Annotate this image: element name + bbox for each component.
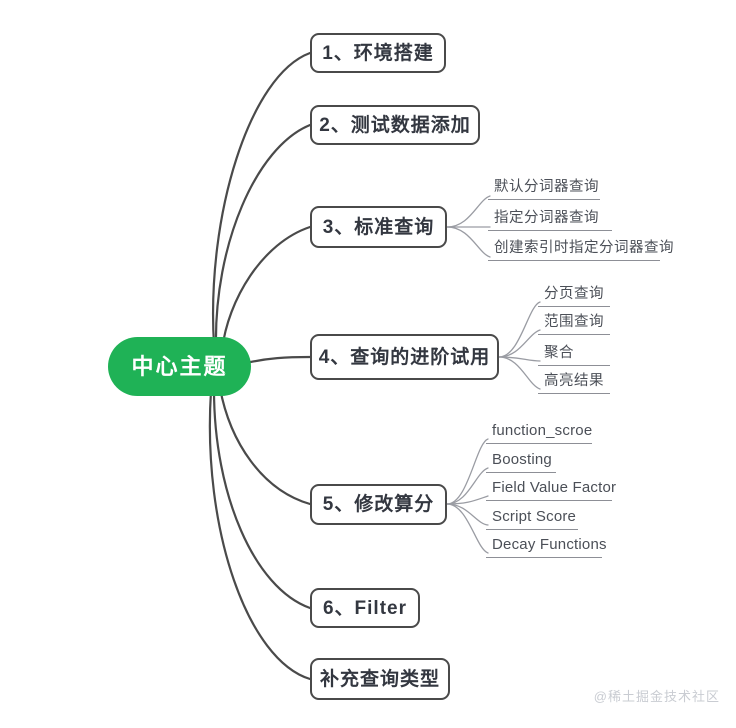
topic-node-3[interactable]: 3、标准查询	[310, 206, 447, 248]
root-node[interactable]: 中心主题	[108, 337, 251, 396]
edge-topic-4-to-leaf-2	[498, 329, 541, 358]
leaf-topic-4-item-2[interactable]: 范围查询	[538, 313, 610, 335]
edge-root-to-topic-6	[212, 388, 312, 610]
edge-root-to-topic-4	[244, 355, 312, 365]
leaf-topic-3-item-2[interactable]: 指定分词器查询	[488, 209, 612, 231]
topic-node-7-label: 补充查询类型	[319, 668, 440, 690]
edge-topic-5-to-leaf-5	[446, 503, 489, 554]
edge-topic-3-to-leaf-3	[446, 226, 491, 258]
edge-topic-3-to-leaf-1	[446, 195, 491, 228]
leaf-topic-5-item-5[interactable]: Decay Functions	[486, 536, 607, 558]
topic-node-3-label: 3、标准查询	[322, 216, 435, 238]
edge-root-to-topic-5	[218, 386, 312, 506]
edge-root-to-topic-3	[220, 225, 312, 352]
leaf-topic-4-item-1[interactable]: 分页查询	[538, 285, 610, 307]
edge-topic-4-to-leaf-4	[498, 356, 541, 390]
leaf-topic-5-item-1[interactable]: function_scroe	[486, 422, 592, 444]
edge-topic-5-to-leaf-1	[446, 438, 489, 505]
root-node-label: 中心主题	[131, 353, 228, 379]
leaf-topic-5-item-4[interactable]: Script Score	[486, 508, 578, 530]
leaf-topic-3-item-1[interactable]: 默认分词器查询	[488, 178, 600, 200]
topic-node-5-label: 5、修改算分	[322, 494, 435, 515]
watermark: @稀土掘金技术社区	[593, 689, 720, 704]
edge-root-to-topic-7	[208, 389, 312, 681]
edge-topic-5-to-leaf-2	[446, 467, 489, 505]
topic-node-2-label: 2、测试数据添加	[319, 114, 471, 136]
topic-node-6[interactable]: 6、Filter	[310, 588, 420, 628]
edge-topic-5-to-leaf-4	[446, 503, 489, 526]
leaf-topic-5-item-3[interactable]: Field Value Factor	[486, 479, 616, 501]
leaf-topic-4-item-4[interactable]: 高亮结果	[538, 372, 610, 394]
topic-node-6-label: 6、Filter	[322, 597, 408, 619]
leaf-topic-5-item-2[interactable]: Boosting	[486, 451, 556, 473]
edge-topic-4-to-leaf-3	[498, 356, 541, 362]
topic-node-1-label: 1、环境搭建	[322, 42, 434, 64]
topic-node-4[interactable]: 4、查询的进阶试用	[310, 334, 499, 380]
leaf-topic-3-item-3[interactable]: 创建索引时指定分词器查询	[488, 239, 674, 261]
edge-topic-4-to-leaf-1	[498, 301, 541, 358]
edge-root-to-topic-2	[214, 123, 312, 349]
topic-node-4-label: 4、查询的进阶试用	[318, 346, 491, 368]
leaf-topic-4-item-3[interactable]: 聚合	[538, 344, 610, 366]
edge-root-to-topic-1	[212, 51, 312, 347]
edge-topic-5-to-leaf-3	[446, 495, 489, 505]
topic-node-5[interactable]: 5、修改算分	[310, 484, 447, 525]
topic-node-2[interactable]: 2、测试数据添加	[310, 105, 480, 145]
topic-node-7[interactable]: 补充查询类型	[310, 658, 450, 700]
topic-node-1[interactable]: 1、环境搭建	[310, 33, 446, 73]
